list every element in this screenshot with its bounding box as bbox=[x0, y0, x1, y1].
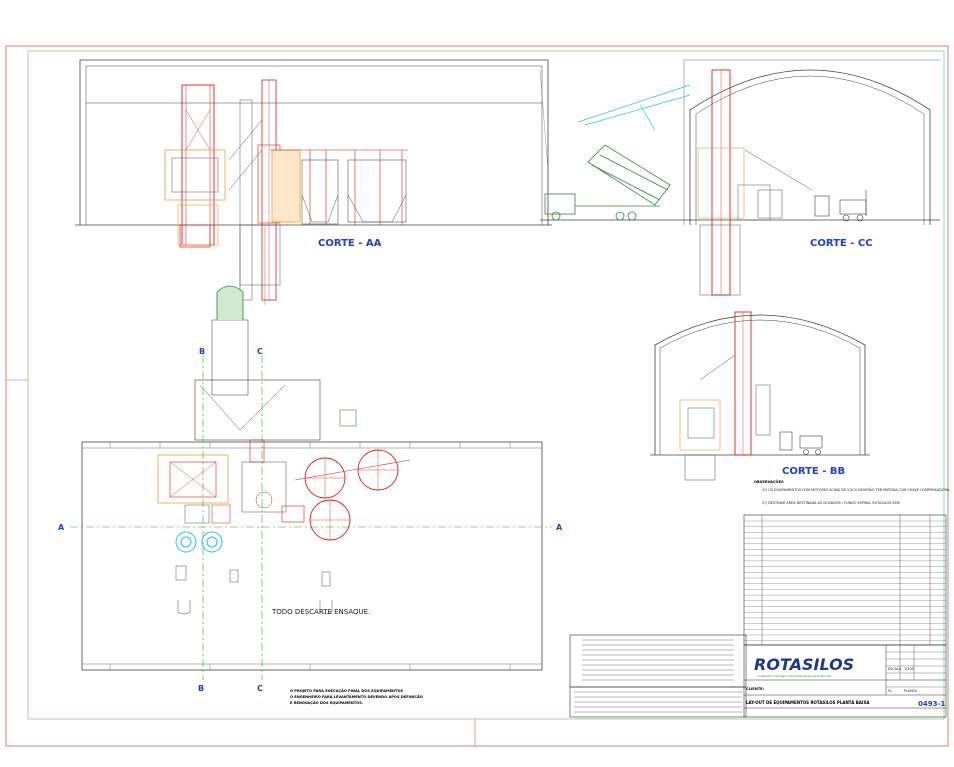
inner-frame bbox=[27, 50, 945, 720]
brand-tagline: Instalação e Montagem de Equipamentos Ag… bbox=[758, 674, 832, 678]
corte-bb-label: CORTE - BB bbox=[782, 466, 845, 477]
title-block: ROTASILOS Instalação e Montagem de Equip… bbox=[743, 644, 947, 718]
notes-block: OBSERVAÇÕES 1º) OS EQUIPAMENTOS COM MOTO… bbox=[754, 479, 950, 505]
notes-title: OBSERVAÇÕES bbox=[754, 479, 784, 484]
general-note-2: O ENGENHEIRO FARÁ LEVANTAMENTO DEVENDO A… bbox=[290, 694, 423, 699]
general-notes: O PROJETO PARA EXECUÇÃO FINAL DOS EQUIPA… bbox=[290, 688, 423, 705]
corte-aa-elevation: CORTE - AA bbox=[75, 59, 552, 305]
plan-floor-note: TODO DESCARTE ENSAQUE. bbox=[271, 608, 370, 616]
drawing-title: LAY-OUT DE EQUIPAMENTOS ROTASILOS PLANTA… bbox=[746, 700, 870, 705]
observations-box bbox=[569, 634, 747, 718]
general-note-1: O PROJETO PARA EXECUÇÃO FINAL DOS EQUIPA… bbox=[290, 688, 404, 693]
brand-logo: ROTASILOS bbox=[754, 655, 854, 674]
marker-a-left: A bbox=[58, 523, 65, 532]
marker-c-top: C bbox=[257, 347, 263, 356]
notes-item-2: 2º) DESTINAR ÁREA DESTINADA AO DOSADOR /… bbox=[762, 500, 900, 505]
outer-frame bbox=[5, 45, 949, 747]
drawing-number: 0493-1 bbox=[918, 700, 945, 708]
marker-b-bottom: B bbox=[198, 684, 204, 693]
corte-cc-label: CORTE - CC bbox=[810, 238, 873, 249]
notes-item-1: 1º) OS EQUIPAMENTOS COM MOTORES ACIMA DE… bbox=[762, 487, 950, 492]
scale-value: 1/100 bbox=[904, 667, 914, 671]
equipment-table bbox=[743, 514, 947, 646]
sheet-value: PLANTA bbox=[904, 689, 918, 693]
marker-a-right: A bbox=[556, 523, 563, 532]
client-label: CLIENTE: bbox=[746, 687, 765, 691]
marker-c-bottom: C bbox=[257, 684, 263, 693]
general-note-3: E RENOVAÇÃO DOS EQUIPAMENTOS. bbox=[290, 700, 363, 705]
marker-b-top: B bbox=[199, 347, 205, 356]
corte-cc-elevation: CORTE - CC bbox=[540, 59, 940, 296]
section-markers: A A B C B C bbox=[58, 347, 563, 693]
scale-label: ESCALA bbox=[888, 667, 902, 671]
corte-aa-label: CORTE - AA bbox=[318, 238, 382, 249]
plan-view: TODO DESCARTE ENSAQUE. bbox=[70, 285, 552, 680]
sheet-label: FL bbox=[888, 689, 892, 693]
corte-bb-elevation: CORTE - BB bbox=[650, 311, 870, 481]
